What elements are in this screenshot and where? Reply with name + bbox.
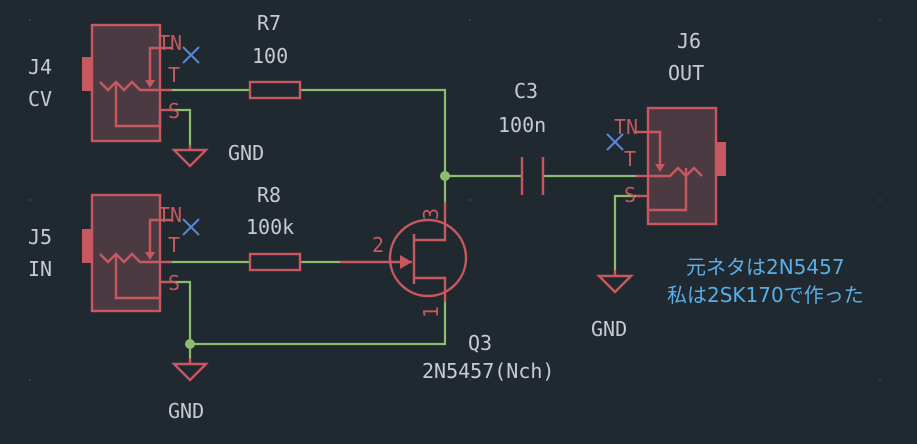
j6-pin-tn: TN [614,115,638,139]
j5-pin-tn: TN [158,203,182,227]
j6-value: OUT [668,61,704,85]
j5-value: IN [28,257,52,281]
jack-j6: TN T S J6 OUT [606,29,726,226]
jack-j4: TN T S J4 CV [28,23,200,143]
gnd-label-1: GND [228,141,264,165]
q3-ref: Q3 [468,331,492,355]
q3-pin-1: 1 [419,306,443,318]
j5-ref: J5 [28,225,52,249]
r8-ref: R8 [257,183,281,207]
q3-pin-3: 3 [419,208,443,220]
j5-pin-s: S [168,271,180,295]
junction-drain [440,171,450,181]
grid-dots [29,19,881,381]
q3-pin-2: 2 [372,233,384,257]
resistor-r7: R7 100 [248,11,302,100]
gnd-symbol-2: GND [168,358,209,423]
c3-value: 100n [498,113,546,137]
q3-value: 2N5457(Nch) [422,359,554,383]
jack-j5: TN T S J5 IN [28,193,200,313]
r7-value: 100 [252,44,288,68]
j4-pin-t: T [168,63,180,87]
j6-pin-s: S [624,183,636,207]
j4-value: CV [28,87,52,111]
r7-ref: R7 [257,11,281,35]
j6-pin-t: T [624,147,636,171]
j4-pin-tn: TN [158,31,182,55]
j4-pin-s: S [168,99,180,123]
gnd-symbol-1: GND [171,141,264,168]
annotation-note: 元ネタは2N5457 私は2SK170で作った [667,255,864,307]
j5-pin-t: T [168,233,180,257]
c3-ref: C3 [514,79,538,103]
j6-ref: J6 [677,29,701,53]
j4-ref: J4 [28,55,52,79]
jfet-q3: 2 3 1 Q3 2N5457(Nch) [340,202,554,383]
r8-value: 100k [246,215,294,239]
gnd-label-3: GND [591,317,627,341]
junction-gnd [185,339,195,349]
gnd-label-2: GND [168,399,204,423]
resistor-r8: R8 100k [246,183,302,272]
capacitor-c3: C3 100n [498,79,546,195]
note-line-2: 私は2SK170で作った [667,283,864,307]
note-line-1: 元ネタは2N5457 [686,255,845,279]
wires [168,88,642,360]
gnd-symbol-3: GND [591,270,634,341]
